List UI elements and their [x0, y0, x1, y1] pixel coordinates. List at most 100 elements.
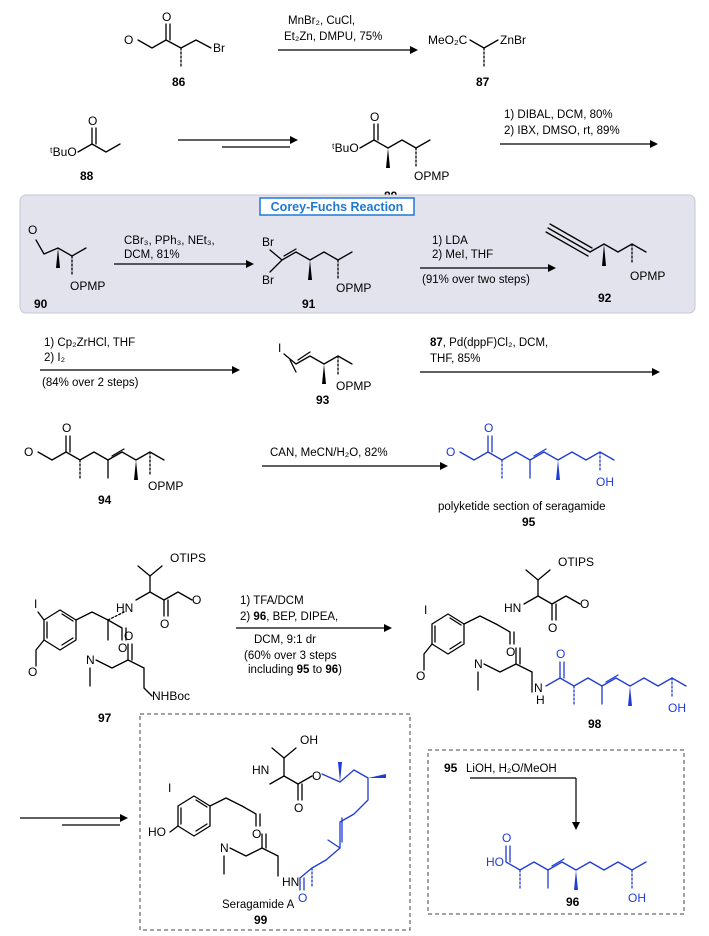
- compound-label-88: 88: [80, 169, 94, 183]
- opmp-label: OPMP: [414, 169, 449, 183]
- reagent-text: Et₂Zn, DMPU, 75%: [284, 31, 382, 43]
- bromo-label: Br: [262, 235, 274, 249]
- atom-o: O: [124, 33, 133, 47]
- atom-hn: HN: [282, 875, 299, 889]
- atom-o: O: [88, 114, 97, 128]
- compound-label-94: 94: [98, 493, 112, 507]
- zinc-label: ZnBr: [500, 33, 526, 47]
- reagent-text: including 95 to 96): [248, 664, 342, 676]
- atom-o: O: [548, 621, 557, 635]
- reagent-text: CAN, MeCN/H₂O, 82%: [270, 447, 388, 459]
- atom-o: O: [28, 223, 37, 237]
- reagent-text: (60% over 3 steps: [244, 650, 337, 662]
- iodo-label: I: [278, 341, 281, 355]
- compound-92: OPMP 92: [545, 223, 665, 305]
- compound-97: I O HN O O O OTIPS N O NHBoc 97: [28, 551, 206, 725]
- atom-hn: HN: [252, 763, 269, 777]
- atom-o: O: [192, 593, 201, 607]
- compound-87: MeO₂C ZnBr 87: [428, 33, 526, 89]
- arrow-corey-fuchs-a: CBr₃, PPh₃, NEt₃, DCM, 81%: [114, 235, 254, 268]
- compound-94: O O OPMP 94: [24, 421, 183, 507]
- atom-o: O: [506, 645, 515, 659]
- atom-o: O: [118, 641, 127, 655]
- compound-label-96: 96: [566, 895, 580, 909]
- reagent-text: THF, 85%: [430, 353, 481, 365]
- atom-o: O: [124, 629, 133, 643]
- hydroxyl-label: OH: [596, 475, 614, 489]
- arrow-step-7: [20, 814, 128, 826]
- atom-o: O: [370, 110, 379, 124]
- compound-label-87: 87: [476, 75, 490, 89]
- reagent-text: 2) MeI, THF: [432, 249, 493, 261]
- iodo-label: I: [424, 603, 427, 617]
- arrow-step-2b: 1) DIBAL, DCM, 80% 2) IBX, DMSO, rt, 89%: [500, 109, 658, 148]
- seragamide-panel: [139, 713, 411, 931]
- reagent-text: CBr₃, PPh₃, NEt₃,: [124, 235, 215, 247]
- atom-o: O: [160, 617, 169, 631]
- compound-86: O O Br 86: [124, 10, 225, 89]
- product-caption: polyketide section of seragamide: [438, 501, 606, 513]
- atom-n: N: [220, 841, 229, 855]
- tbuo-label: ᵗBuO: [332, 141, 359, 155]
- opmp-label: OPMP: [336, 281, 371, 295]
- hydroxyl-label: HO: [148, 825, 166, 839]
- compound-label-91: 91: [302, 297, 316, 311]
- opmp-label: OPMP: [336, 379, 371, 393]
- compound-95: O O OH polyketide section of seragamide …: [438, 421, 615, 529]
- lioh-panel: 95 LiOH, H₂O/MeOH: [427, 749, 685, 915]
- reagent-text: LiOH, H₂O/MeOH: [466, 763, 557, 775]
- compound-label-95: 95: [522, 515, 536, 529]
- product-name: Seragamide A: [222, 899, 295, 911]
- compound-99: I HO HN O O O OH N HN O Seragamide A 99: [148, 733, 386, 927]
- bromo-label: Br: [262, 273, 274, 287]
- compound-91: Br Br OPMP 91: [262, 235, 371, 311]
- atom-o: O: [162, 10, 171, 24]
- atom-o: O: [580, 597, 589, 611]
- arrow-step-2a: [178, 136, 298, 148]
- opmp-label: OPMP: [70, 279, 105, 293]
- reagent-text: DCM, 81%: [124, 249, 180, 261]
- compound-98: I O HN O O O OTIPS N H N O OH 98: [416, 555, 687, 731]
- atom-o: O: [312, 769, 321, 783]
- reagent-text: 1) Cp₂ZrHCl, THF: [44, 337, 135, 349]
- atom-o: O: [556, 647, 565, 661]
- arrow-step-6: 1) TFA/DCM 2) 96, BEP, DIPEA, DCM, 9:1 d…: [236, 595, 392, 676]
- compound-89: ᵗBuO O OPMP 89: [332, 110, 449, 203]
- arrow-step-5: CAN, MeCN/H₂O, 82%: [262, 447, 448, 470]
- atom-o: O: [298, 891, 307, 905]
- atom-o: O: [252, 827, 261, 841]
- nhboc-label: NHBoc: [152, 689, 190, 703]
- compound-label-99: 99: [254, 913, 268, 927]
- amide-nh-label: HN: [116, 601, 133, 615]
- atom-o: O: [28, 665, 37, 679]
- opmp-label: OPMP: [148, 479, 183, 493]
- reagent-text: 1) LDA: [432, 235, 468, 247]
- hydroxyl-label: OH: [300, 733, 318, 747]
- atom-o: O: [416, 669, 425, 683]
- arrow-step-1: MnBr₂, CuCl, Et₂Zn, DMPU, 75%: [278, 15, 418, 54]
- atom-n: N: [534, 681, 543, 695]
- compound-88: ᵗBuO O 88: [50, 114, 121, 183]
- opmp-label: OPMP: [630, 269, 665, 283]
- corey-fuchs-panel: Corey-Fuchs Reaction: [19, 194, 696, 314]
- arrow-corey-fuchs-b: 1) LDA 2) MeI, THF (91% over two steps): [420, 235, 556, 286]
- iodo-label: I: [168, 781, 171, 795]
- compound-label-97: 97: [98, 711, 112, 725]
- atom-o: O: [294, 801, 303, 815]
- arrow-step-4b: 87, Pd(dppF)Cl₂, DCM, THF, 85%: [420, 337, 660, 376]
- tbuo-label: ᵗBuO: [50, 145, 77, 159]
- compound-label-92: 92: [598, 291, 612, 305]
- atom-n: N: [474, 657, 483, 671]
- reagent-text: 2) IBX, DMSO, rt, 89%: [504, 125, 620, 137]
- atom-o: O: [62, 421, 71, 435]
- atom-o: O: [484, 421, 493, 435]
- atom-n: N: [86, 653, 95, 667]
- atom-o: O: [446, 445, 455, 459]
- iodo-label: I: [34, 597, 37, 611]
- compound-96: HO O OH 96: [486, 831, 647, 909]
- compound-label-93: 93: [316, 393, 330, 407]
- compound-label-86: 86: [172, 75, 186, 89]
- reagent-text: 1) DIBAL, DCM, 80%: [504, 109, 613, 121]
- compound-90: O OPMP 90: [28, 223, 105, 311]
